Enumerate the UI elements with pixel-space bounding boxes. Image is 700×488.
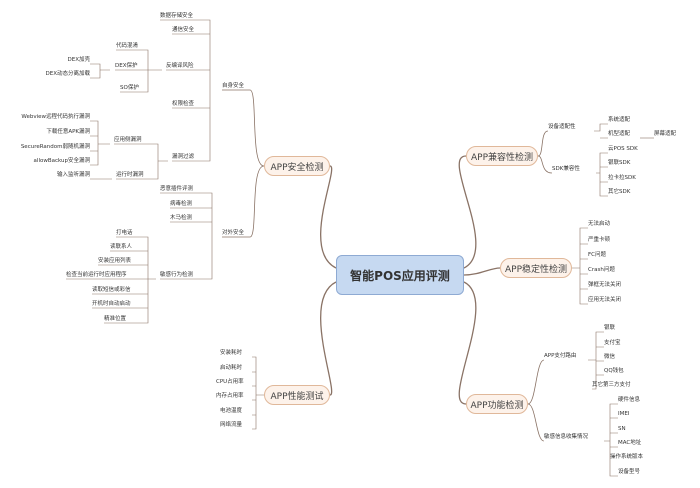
node-mem-usage[interactable]: 内存占用率 <box>216 393 244 399</box>
branch-app-stability[interactable]: APP稳定性检测 <box>500 258 572 278</box>
node-sensitive-info[interactable]: 敏感信息收集情况 <box>544 434 589 440</box>
edge-device-children <box>594 123 608 139</box>
node-install-time[interactable]: 安装耗时 <box>220 350 243 356</box>
node-device-adapt[interactable]: 设备适配性 <box>548 124 576 130</box>
node-pay-bank[interactable]: 银联 <box>604 325 616 331</box>
edge-app-vuln-children <box>90 120 110 166</box>
node-model-adapt[interactable]: 机型适配 <box>608 131 631 137</box>
node-dex-shell[interactable]: DEX加壳 <box>67 57 90 63</box>
node-hw-info[interactable]: 硬件信息 <box>618 397 641 403</box>
edge-sensitive-info-children <box>604 403 618 477</box>
branch-app-compat[interactable]: APP兼容性检测 <box>466 146 538 166</box>
node-dex-protect[interactable]: DEX保护 <box>115 63 138 69</box>
node-app-close[interactable]: 应用无法关闭 <box>588 297 622 303</box>
node-pay-thirdparty[interactable]: 其它第三方支付 <box>592 382 631 388</box>
edge-self-children <box>160 19 211 162</box>
node-sdk-compat[interactable]: SDK兼容性 <box>552 166 580 172</box>
node-location[interactable]: 精准位置 <box>104 316 127 322</box>
branch-app-performance[interactable]: APP性能测试 <box>264 385 330 405</box>
edge-payroute-children <box>588 331 604 390</box>
node-input-monitor[interactable]: 输入监听漏洞 <box>56 172 90 178</box>
node-perm-check[interactable]: 权限检查 <box>172 101 195 107</box>
node-webview-vuln[interactable]: Webview远程代码执行漏洞 <box>21 114 90 120</box>
node-pay-wechat[interactable]: 微信 <box>604 354 616 360</box>
node-lag[interactable]: 严重卡顿 <box>588 237 611 243</box>
edge-security-self <box>222 89 265 167</box>
edge-external-children <box>160 192 213 280</box>
node-pay-route[interactable]: APP支付路由 <box>544 353 577 359</box>
node-crash[interactable]: Crash问题 <box>588 267 615 273</box>
node-download-apk-vuln[interactable]: 下载任意APK漏洞 <box>46 129 90 135</box>
node-network-traffic[interactable]: 网络流量 <box>220 422 243 428</box>
node-allowbackup-vuln[interactable]: allowBackup安全漏洞 <box>33 158 90 164</box>
node-autostart[interactable]: 开机时自动启动 <box>92 301 131 307</box>
node-external-security[interactable]: 对外安全 <box>222 230 245 236</box>
edge-center-function <box>458 281 477 405</box>
node-vuln-filter[interactable]: 漏洞过滤 <box>172 154 195 160</box>
branch-app-security[interactable]: APP安全检测 <box>264 156 330 176</box>
node-sn[interactable]: SN <box>618 426 626 432</box>
node-fc[interactable]: FC问题 <box>588 252 607 258</box>
node-virus-check[interactable]: 病毒检测 <box>170 201 193 207</box>
edge-center-security <box>320 165 337 269</box>
node-trojan-check[interactable]: 木马检测 <box>170 215 193 221</box>
node-contacts[interactable]: 读联系人 <box>110 244 133 250</box>
node-data-storage[interactable]: 数据存储安全 <box>160 13 194 19</box>
edge-stability-children <box>572 227 588 305</box>
node-malicious-plugin[interactable]: 恶意插件评测 <box>160 186 194 192</box>
edge-compat-sdk <box>537 155 553 174</box>
edge-dex-children <box>90 63 110 79</box>
edge-reverse-children <box>115 49 162 93</box>
edge-function-payroute <box>527 359 545 405</box>
edge-vuln-children <box>114 143 168 180</box>
node-battery-temp[interactable]: 电池温度 <box>220 408 243 414</box>
edge-sdk-children <box>596 152 608 197</box>
node-dex-dynamic[interactable]: DEX动态分离加载 <box>45 71 90 77</box>
node-pay-alipay[interactable]: 支付宝 <box>604 340 621 346</box>
node-cloud-pos-sdk[interactable]: 云POS SDK <box>608 146 638 152</box>
node-no-start[interactable]: 无法启动 <box>588 221 611 227</box>
edge-compat-device <box>537 130 549 157</box>
node-sms[interactable]: 读取短信或彩信 <box>92 287 131 293</box>
node-card-sdk[interactable]: 拉卡拉SDK <box>608 175 636 181</box>
node-device-model[interactable]: 设备型号 <box>618 469 641 475</box>
node-runtime-vuln[interactable]: 运行时漏洞 <box>116 172 144 178</box>
edge-sensitive-children <box>66 236 156 324</box>
node-cpu-usage[interactable]: CPU占用率 <box>216 379 244 385</box>
edge-center-stability <box>463 267 501 276</box>
node-mac[interactable]: MAC地址 <box>618 440 642 446</box>
node-comm-security[interactable]: 通信安全 <box>172 27 195 33</box>
node-os-version[interactable]: 操作系统版本 <box>610 454 644 460</box>
node-launch-time[interactable]: 启动耗时 <box>220 365 243 371</box>
node-bank-sdk[interactable]: 银联SDK <box>608 160 631 166</box>
edge-function-sensitive <box>527 403 545 442</box>
node-installed-list[interactable]: 安装应用列表 <box>98 258 132 264</box>
central-topic[interactable]: 智能POS应用评测 <box>336 255 464 295</box>
edge-performance-children <box>252 356 264 430</box>
node-app-vuln[interactable]: 应用侧漏洞 <box>114 137 142 143</box>
edge-security-external <box>222 165 265 238</box>
node-pay-qq[interactable]: QQ钱包 <box>604 368 624 374</box>
node-running-apps[interactable]: 检查当前运行时应用程序 <box>66 272 127 278</box>
node-imei[interactable]: IMEI <box>618 411 630 417</box>
node-securerandom-vuln[interactable]: SecureRandom弱随机漏洞 <box>20 144 90 150</box>
node-other-sdk[interactable]: 其它SDK <box>608 189 631 195</box>
node-flash-close[interactable]: 弹框无法关闭 <box>588 282 622 288</box>
node-sys-adapt[interactable]: 系统适配 <box>608 117 631 123</box>
node-call[interactable]: 打电话 <box>116 230 133 236</box>
edge-center-performance <box>320 281 337 396</box>
node-screen-adapt[interactable]: 屏幕适配 <box>654 131 677 137</box>
node-reverse-risk[interactable]: 反编译风险 <box>166 63 194 69</box>
node-sensitive-behavior[interactable]: 敏感行为检测 <box>160 272 194 278</box>
node-self-security[interactable]: 自身安全 <box>222 83 245 89</box>
node-code-obf[interactable]: 代码混淆 <box>116 43 139 49</box>
branch-app-function[interactable]: APP功能检测 <box>466 394 528 414</box>
edge-center-compat <box>458 155 477 269</box>
node-so-protect[interactable]: SO保护 <box>120 85 139 91</box>
